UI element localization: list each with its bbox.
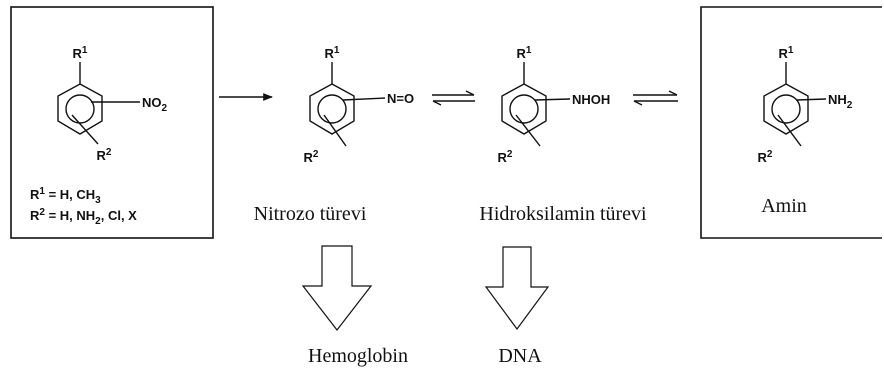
amine-r1: R1	[779, 45, 794, 61]
amine-box	[700, 6, 882, 239]
benzene-ring	[57, 83, 103, 135]
aromatic-circle	[771, 94, 801, 124]
hydroxylamine-r2: R2	[498, 149, 513, 165]
nitro-def-r1: R1 = H, CH3	[30, 186, 101, 206]
equilibrium-arrow-1	[432, 90, 475, 106]
nitroso-group: N=O	[387, 91, 414, 106]
amine-label: Amin	[761, 195, 807, 217]
amine-compound: R1 NH2 R2 Amin	[700, 6, 882, 239]
nitro-r2: R2	[97, 147, 112, 163]
benzene-ring	[501, 83, 547, 135]
nitro-compound: R1 NO2 R2 R1 = H, CH3 R2 = H, NH2, Cl, X…	[10, 6, 214, 239]
benzene-ring	[763, 83, 809, 135]
nitro-group: NO2	[142, 95, 168, 114]
nitro-box	[10, 6, 214, 239]
block-arrow-dna	[484, 246, 550, 331]
hydroxylamine-label: Hidroksilamin türevi	[479, 203, 647, 225]
target-hemoglobin: Hemoglobin	[308, 345, 408, 367]
nitro-r1: R1	[73, 45, 88, 61]
block-arrow-hemoglobin	[301, 245, 373, 331]
aromatic-circle	[65, 94, 95, 124]
nitroso-r2: R2	[304, 149, 319, 165]
hydroxylamine-compound: R1 NHOH R2 Hidroksilamin türevi	[479, 45, 647, 225]
target-dna: DNA	[498, 345, 542, 367]
equilibrium-arrow-2	[633, 90, 678, 106]
benzene-ring	[309, 83, 355, 135]
hydroxylamine-group: NHOH	[572, 92, 610, 107]
nitroso-compound: R1 N=O R2 Nitrozo türevi	[254, 45, 414, 225]
aromatic-circle	[317, 94, 347, 124]
amine-group: NH2	[828, 92, 853, 111]
nitro-def-r2: R2 = H, NH2, Cl, X	[30, 207, 137, 227]
nitroso-label: Nitrozo türevi	[254, 203, 367, 225]
nitroso-r1: R1	[325, 45, 340, 61]
amine-r2: R2	[758, 149, 773, 165]
aromatic-circle	[509, 94, 539, 124]
hydroxylamine-r1: R1	[517, 45, 532, 61]
